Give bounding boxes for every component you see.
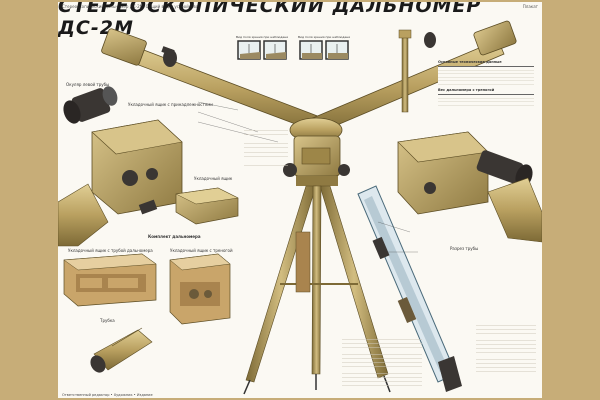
specs2-title: Вес дальномера с треногой (438, 88, 495, 92)
central-head (283, 117, 350, 186)
view-field-right: Вид поля зрения при наблюдении (298, 35, 350, 63)
tripod (243, 185, 391, 395)
kit-box-2 (169, 253, 231, 325)
right-tube (307, 20, 517, 135)
label-box-closed: Укладочный ящик (194, 176, 233, 181)
label-box2: Укладочный ящик с треногой (170, 248, 233, 253)
tube-section (357, 185, 462, 392)
specs-rows (438, 66, 534, 85)
parts-list-top (244, 126, 288, 166)
viewfinder-illustration (237, 40, 287, 60)
eyepiece-inset (63, 86, 118, 124)
view-field-left: Вид поля зрения при наблюдении (236, 35, 288, 63)
poster: Стереоскопический дальномер ДС-2М. Общий… (58, 2, 542, 398)
label-case-open: Укладочный ящик с принадлежностями (128, 102, 213, 107)
label-tube-detail: Трубка (100, 318, 115, 323)
right-body-detail (397, 131, 542, 243)
specs2-rows (438, 94, 534, 107)
left-body-detail (58, 119, 183, 247)
small-tube-detail (90, 327, 153, 373)
specs-title: Основные технические данные (438, 60, 502, 64)
label-box1: Укладочный ящик с трубой дальномера (68, 248, 153, 253)
parts-list-bottom (342, 336, 422, 388)
view-caption: Вид поля зрения при наблюдении (298, 35, 350, 39)
parts-list-bottom-right (476, 322, 536, 378)
closed-box (175, 187, 239, 225)
viewfinder-illustration (299, 40, 349, 60)
rangefinder-illustration (58, 20, 542, 395)
view-caption: Вид поля зрения при наблюдении (236, 35, 288, 39)
label-kit-title: Комплект дальномера (148, 234, 201, 239)
specs-panel: Основные технические данные Вес дальноме… (438, 60, 534, 120)
label-eyepiece: Окуляр левой трубы (66, 82, 110, 87)
left-tube (101, 28, 329, 135)
kit-box-1 (63, 253, 157, 307)
label-section: Разрез трубы (450, 246, 479, 251)
poster-header: Стереоскопический дальномер ДС-2М. Общий… (62, 4, 538, 10)
poster-footer: Ответственный редактор • Художник • Изда… (62, 393, 153, 397)
header-left-text: Стереоскопический дальномер ДС-2М. Общий… (62, 4, 199, 9)
header-right-text: Плакат (522, 4, 538, 9)
